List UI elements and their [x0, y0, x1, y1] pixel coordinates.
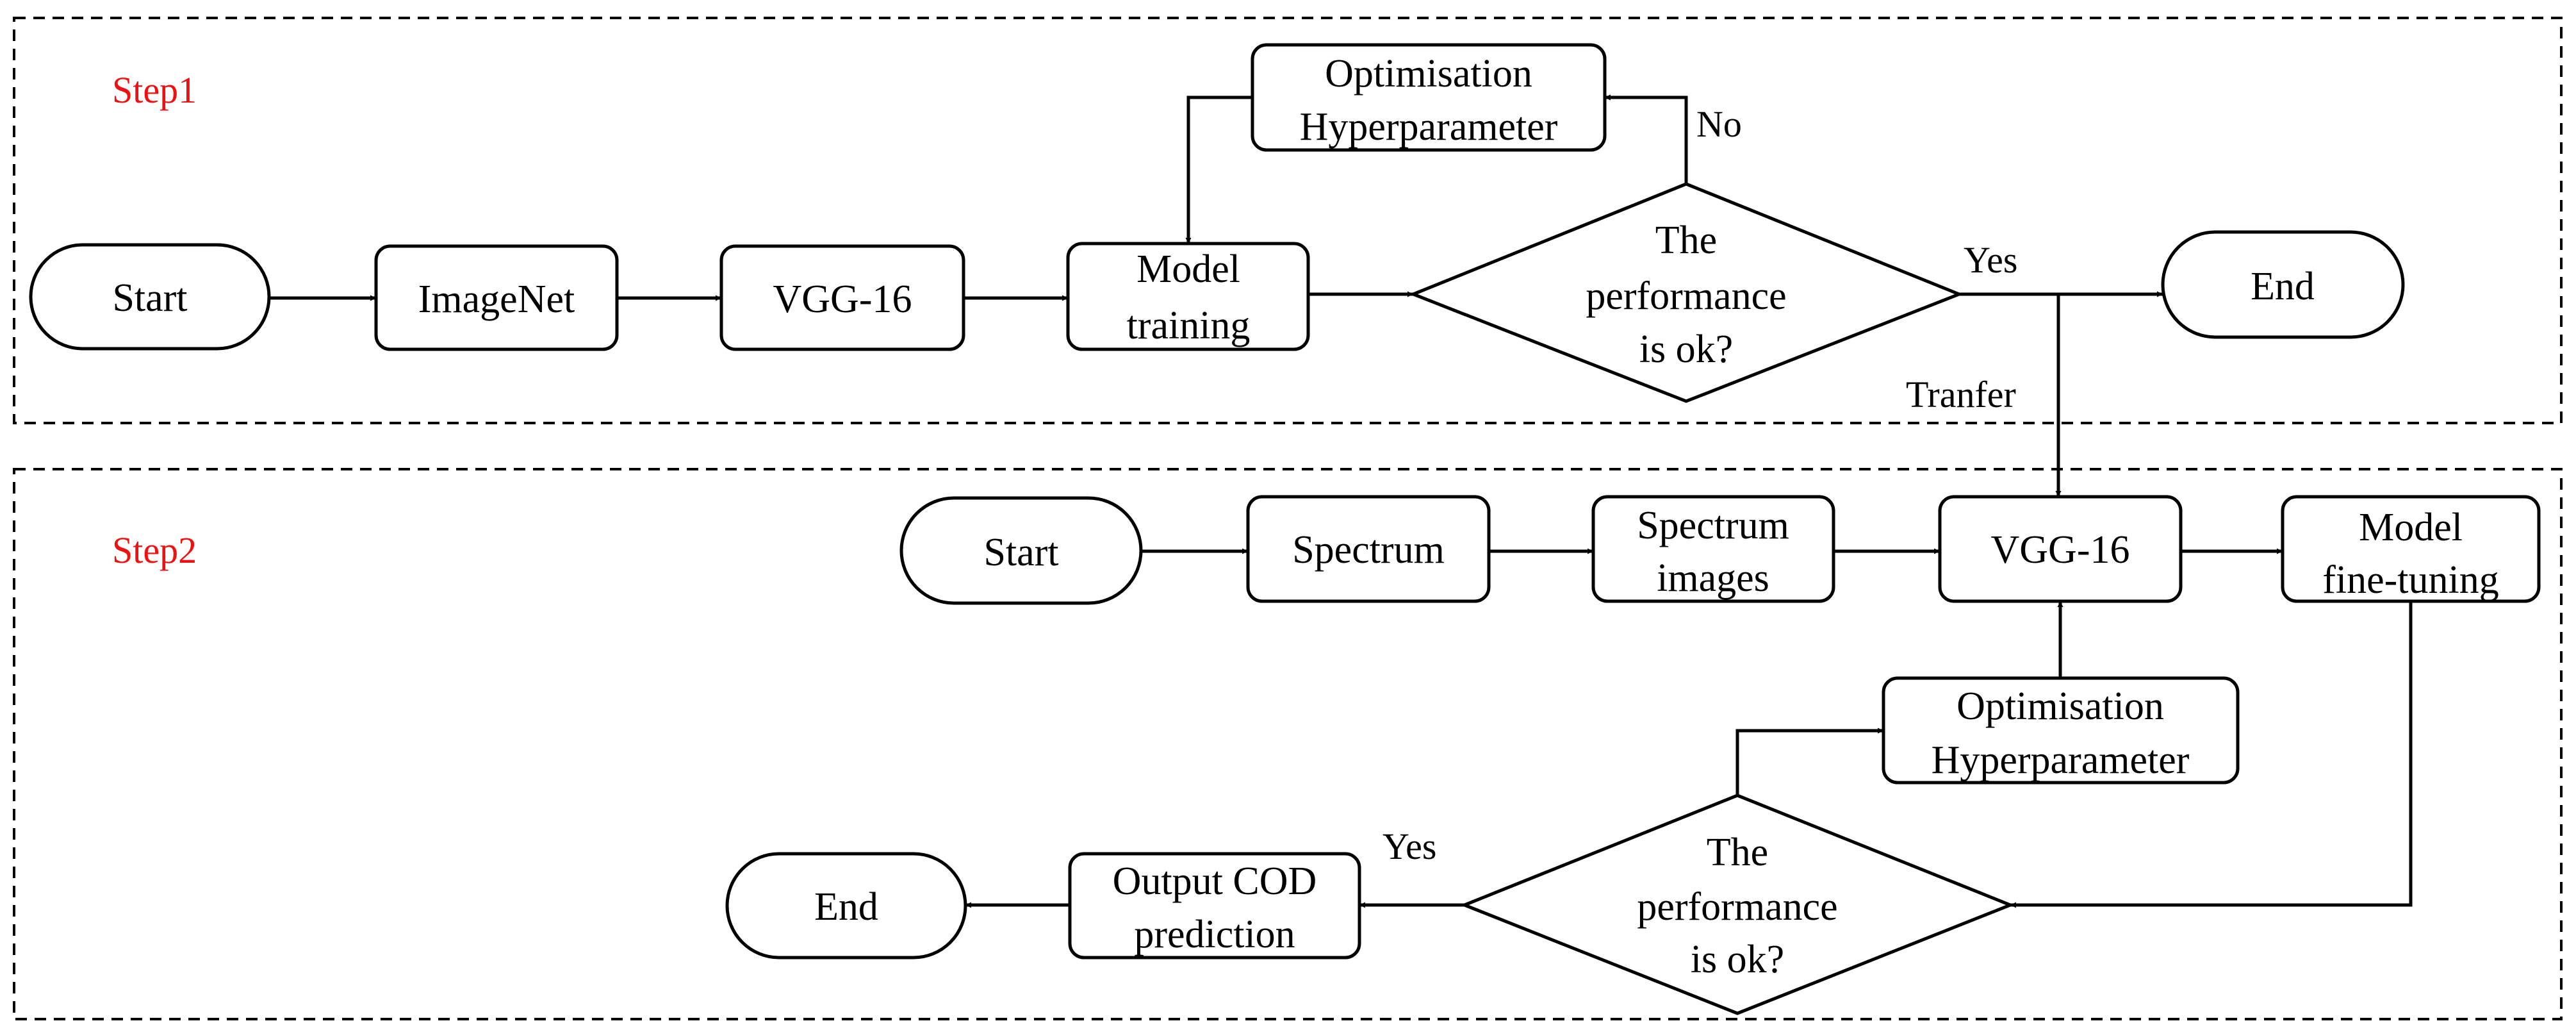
edge-optimisation-to-model-training: [1185, 96, 1252, 244]
step1-optimisation-node: Optimisation Hyperparameter: [1251, 43, 1607, 152]
step2-spectrum-images-line1: Spectrum: [1637, 504, 1789, 547]
step2-output-line1: Output COD: [1113, 860, 1317, 903]
step2-decision-line3: is ok?: [1691, 938, 1784, 981]
step1-decision-line2: performance: [1586, 274, 1786, 318]
step2-optimisation-line2: Hyperparameter: [1932, 738, 2190, 782]
step2-end-label: End: [814, 885, 878, 929]
step2-start-label: Start: [983, 531, 1058, 574]
step1-frame: [13, 17, 2563, 424]
step1-label: Step1: [112, 69, 197, 111]
step1-vgg16-label: VGG-16: [773, 278, 912, 321]
step1-model-training-line2: training: [1127, 304, 1251, 347]
step2-spectrum-label: Spectrum: [1292, 528, 1445, 572]
edge-decision-no-to-optimisation: [1605, 94, 1688, 184]
step2-label: Step2: [112, 529, 197, 571]
step2-spectrum-images-node: Spectrum images: [1591, 495, 1835, 603]
step2-vgg16-node: VGG-16: [1938, 495, 2183, 603]
step1-imagenet-node: ImageNet: [374, 244, 619, 351]
step1-no-label: No: [1696, 103, 1742, 145]
step2-yes-label: Yes: [1382, 826, 1436, 867]
step1-optimisation-line1: Optimisation: [1325, 52, 1532, 96]
step2-spectrum-images-line2: images: [1657, 556, 1769, 600]
edge-fine-tuning-to-decision: [2010, 601, 2413, 908]
step2-vgg16-label: VGG-16: [1991, 528, 2130, 572]
step2-spectrum-node: Spectrum: [1246, 495, 1491, 603]
edge-decision-to-optimisation: [1735, 727, 1883, 795]
step1-decision-line3: is ok?: [1639, 328, 1733, 371]
step2-optimisation-node: Optimisation Hyperparameter: [1882, 676, 2240, 785]
step2-output-node: Output COD prediction: [1068, 852, 1361, 959]
step1-vgg16-node: VGG-16: [719, 244, 965, 351]
step1-transfer-label: Tranfer: [1906, 374, 2016, 415]
step2-output-line2: prediction: [1134, 913, 1295, 956]
step2-fine-tuning-line2: fine-tuning: [2322, 558, 2499, 602]
step1-start-label: Start: [112, 276, 187, 320]
step1-end-node: End: [2161, 230, 2405, 339]
step2-end-node: End: [725, 852, 967, 959]
step2-fine-tuning-node: Model fine-tuning: [2281, 495, 2541, 603]
step1-imagenet-label: ImageNet: [418, 278, 575, 321]
step1-model-training-line1: Model: [1136, 247, 1240, 291]
step2-decision-node: The performance is ok?: [1460, 793, 2015, 1015]
step1-yes-label: Yes: [1964, 239, 2017, 281]
step1-model-training-node: Model training: [1066, 242, 1310, 351]
step1-optimisation-line2: Hyperparameter: [1300, 105, 1558, 149]
step2-optimisation-line1: Optimisation: [1957, 685, 2164, 728]
step1-decision-line1: The: [1655, 219, 1717, 262]
step2-decision-line2: performance: [1637, 885, 1837, 929]
step1-decision-node: The performance is ok?: [1409, 182, 1964, 403]
step1-end-label: End: [2251, 265, 2315, 308]
step2-fine-tuning-line1: Model: [2359, 506, 2463, 549]
step1-start-node: Start: [29, 243, 271, 351]
step2-start-node: Start: [899, 496, 1143, 605]
step2-decision-line1: The: [1707, 831, 1768, 874]
step2-frame: [13, 468, 2563, 1020]
